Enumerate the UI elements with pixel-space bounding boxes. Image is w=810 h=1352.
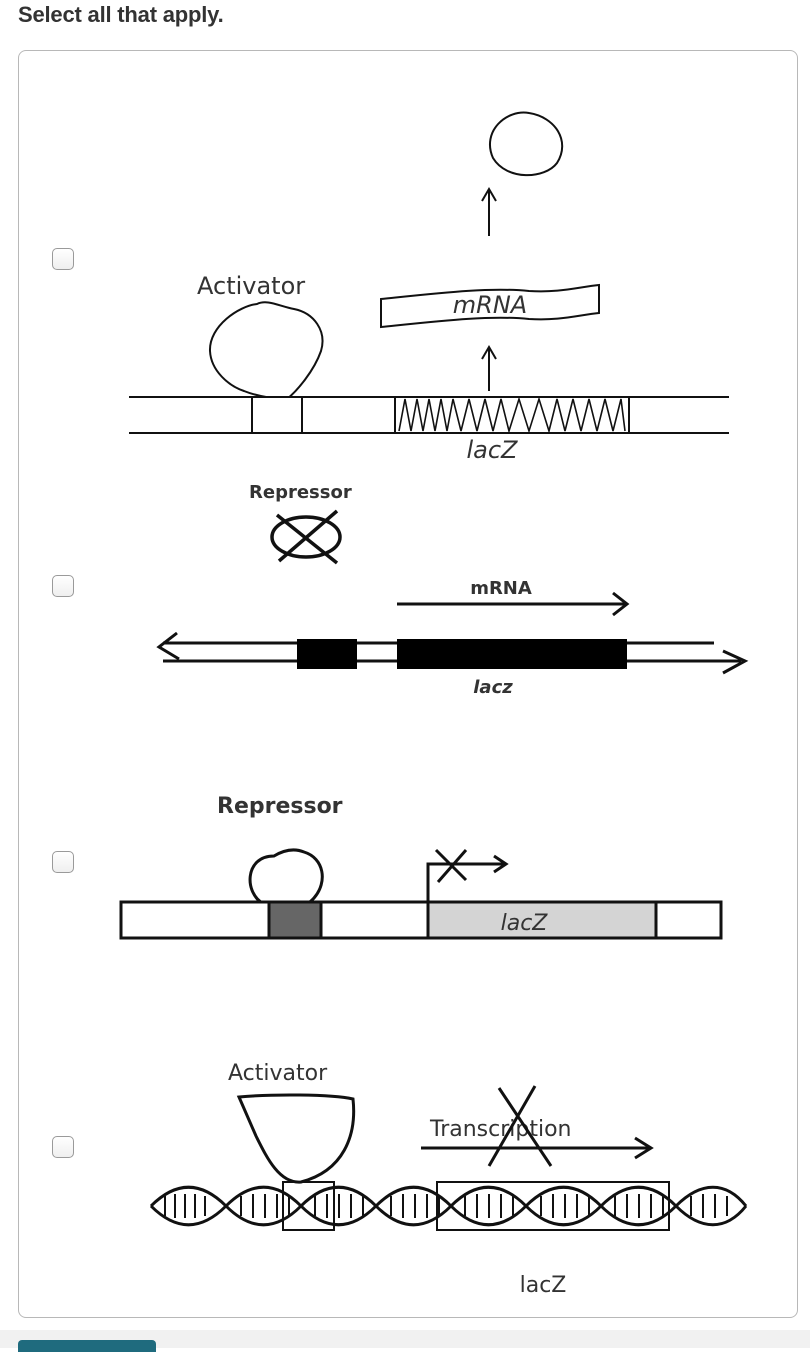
option-4-checkbox[interactable] — [52, 1136, 74, 1158]
gene-label: lacZ — [466, 436, 518, 464]
option-3-diagram: Repressor lacZ — [119, 794, 723, 940]
activator-label: Activator — [228, 1061, 328, 1086]
option-4-diagram: Activator Transcription — [149, 1061, 748, 1298]
operator-site — [282, 1181, 335, 1231]
gene-label: lacz — [473, 677, 513, 698]
gene-label: lacZ — [520, 1273, 567, 1298]
cross-mark-icon — [275, 509, 339, 565]
footer-bar — [0, 1330, 810, 1348]
lacz-gene-region — [436, 1181, 670, 1231]
activator-protein-icon — [236, 1093, 356, 1184]
submit-button[interactable] — [18, 1340, 156, 1352]
arrow-up-icon — [481, 187, 497, 236]
dna-base-pairs — [164, 1194, 728, 1218]
cross-mark-icon — [487, 1085, 553, 1167]
mrna-label: mRNA — [470, 578, 532, 599]
repressor-protein-icon — [270, 515, 342, 559]
blocked-transcription-arrow-icon — [426, 848, 509, 902]
option-1-checkbox[interactable] — [52, 248, 74, 270]
transcription-arrow-icon — [421, 1136, 654, 1160]
operator-site — [267, 900, 323, 940]
mrna-arrow-icon — [397, 591, 630, 617]
lacz-gene-region — [426, 900, 658, 940]
operator-site — [297, 639, 357, 669]
option-2-checkbox[interactable] — [52, 575, 74, 597]
repressor-protein-icon — [248, 848, 324, 911]
dna-double-helix — [149, 1185, 748, 1227]
lacz-gene-region — [397, 639, 627, 669]
option-3-checkbox[interactable] — [52, 851, 74, 873]
operator-site — [251, 396, 303, 434]
option-1-diagram: mRNA Activator lacZ — [129, 111, 729, 464]
activator-protein-icon — [208, 301, 324, 401]
repressor-label: Repressor — [249, 482, 352, 503]
option-2-diagram: Repressor mRNA lacz — [156, 482, 749, 698]
mrna-label: mRNA — [453, 291, 527, 319]
gene-label: lacZ — [501, 911, 549, 936]
question-prompt: Select all that apply. — [18, 2, 224, 27]
protein-blob-icon — [489, 111, 564, 177]
transcription-label: Transcription — [429, 1117, 572, 1142]
answer-options-panel: mRNA Activator lacZ Repressor mRNA — [18, 50, 798, 1318]
activator-label: Activator — [197, 272, 305, 300]
arrow-up-icon — [481, 345, 497, 391]
repressor-label: Repressor — [217, 794, 343, 819]
lacz-zigzag — [398, 396, 626, 434]
mrna-strand — [380, 283, 600, 329]
